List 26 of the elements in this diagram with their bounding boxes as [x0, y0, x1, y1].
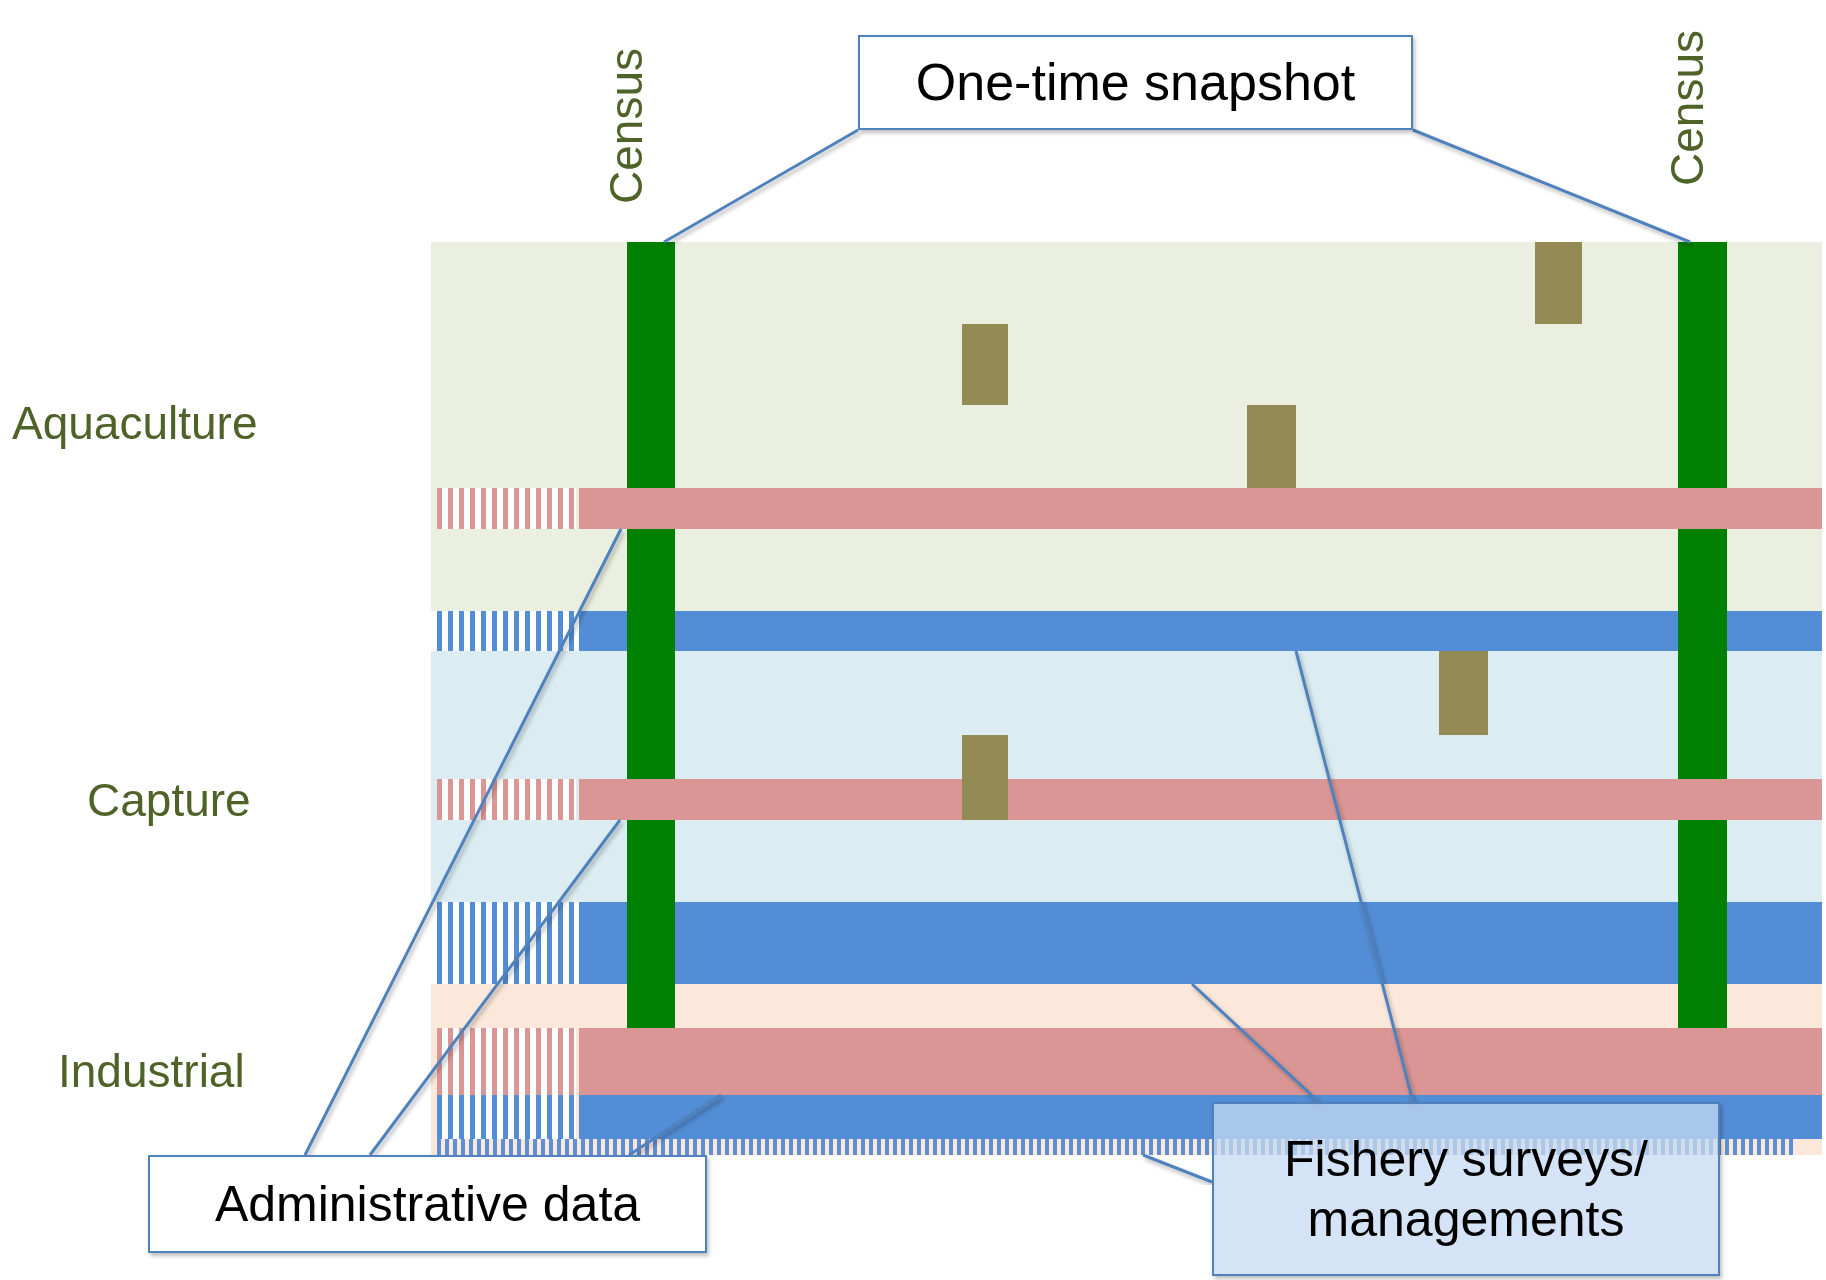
leader-line: [1191, 982, 1320, 1104]
leader-line: [663, 128, 859, 244]
survey-block: [1439, 651, 1488, 735]
survey-block: [962, 324, 1008, 405]
row-label: Industrial: [58, 1044, 245, 1098]
leader-line: [368, 819, 622, 1156]
leader-line: [1412, 128, 1691, 244]
data-bar: [437, 611, 1822, 651]
data-bar: [437, 488, 1822, 529]
data-bar: [437, 1028, 1822, 1095]
data-bar: [437, 779, 1822, 820]
row-label: Capture: [87, 773, 251, 827]
row-label: Aquaculture: [12, 396, 258, 450]
survey-block: [962, 735, 1008, 820]
callout-box: Administrative data: [148, 1155, 707, 1253]
leader-line: [1142, 1153, 1213, 1184]
callout-box: One-time snapshot: [858, 35, 1413, 130]
callout-box: Fishery surveys/ managements: [1212, 1102, 1720, 1276]
survey-block: [1535, 242, 1582, 324]
survey-block: [1247, 405, 1296, 488]
leader-line: [1294, 650, 1415, 1103]
leader-line: [628, 1093, 722, 1157]
census-label: Census: [1664, 30, 1710, 186]
data-bar: [437, 902, 1822, 984]
leader-line: [303, 528, 623, 1156]
census-label: Census: [603, 48, 649, 204]
